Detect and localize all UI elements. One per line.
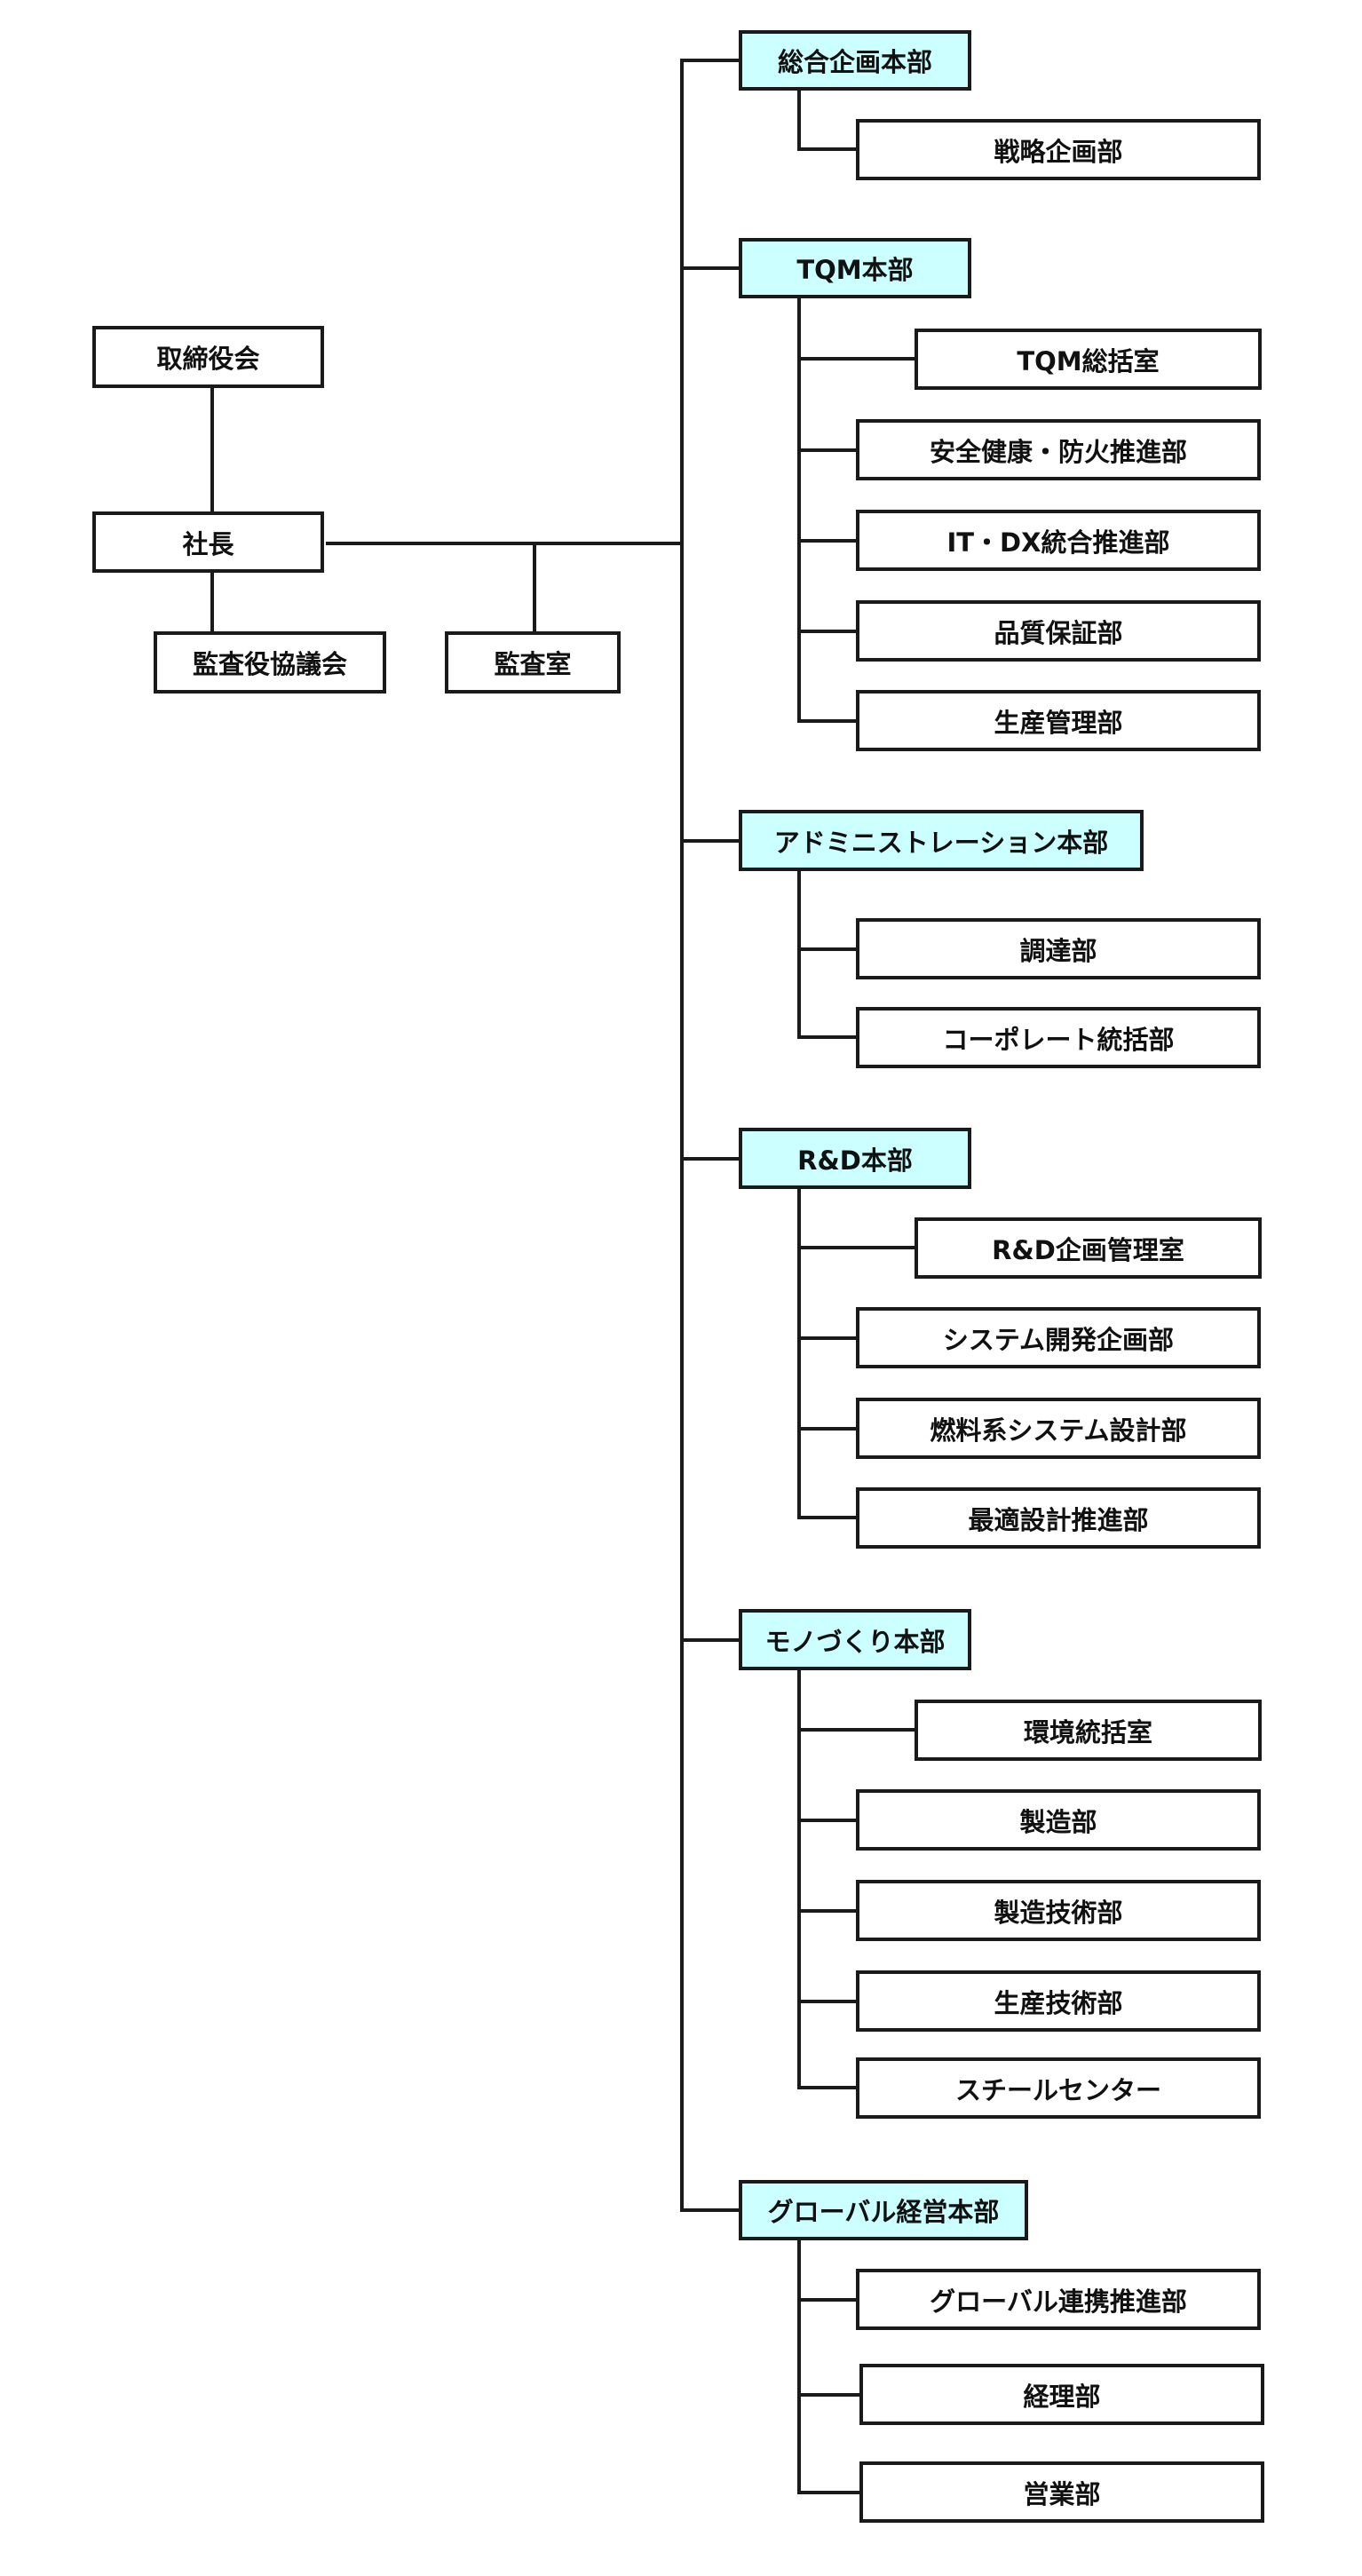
department-box[interactable]: 環境統括室 (915, 1700, 1262, 1761)
sub-branch (797, 947, 858, 951)
sub-branch (797, 719, 858, 723)
sub-branch (797, 357, 916, 361)
sub-spine-hq-4 (797, 1189, 801, 1519)
sub-branch (797, 147, 858, 151)
sub-spine-hq-5 (797, 1670, 801, 2089)
sub-branch (797, 1819, 858, 1822)
department-box[interactable]: システム開発企画部 (856, 1307, 1261, 1368)
sub-branch (797, 1728, 916, 1732)
sub-branch (797, 2393, 861, 2397)
department-box[interactable]: 営業部 (859, 2461, 1264, 2523)
hq-rnd-box[interactable]: R&D本部 (739, 1128, 971, 1189)
department-box[interactable]: IT・DX統合推進部 (856, 510, 1261, 571)
sub-spine-hq-6 (797, 2240, 801, 2494)
sub-branch (797, 448, 858, 452)
connector-board-president (210, 388, 214, 521)
sub-branch (797, 1246, 916, 1249)
sub-branch (797, 1909, 858, 1913)
board-box[interactable]: 取締役会 (92, 326, 324, 388)
sub-branch (797, 2491, 861, 2494)
audit-office-box[interactable]: 監査室 (445, 631, 621, 694)
department-box[interactable]: 品質保証部 (856, 600, 1261, 662)
sub-spine-hq-2 (797, 298, 801, 723)
connector-president-spine (326, 542, 682, 545)
sub-branch (797, 539, 858, 543)
department-box[interactable]: 生産技術部 (856, 1970, 1261, 2032)
department-box[interactable]: TQM総括室 (915, 329, 1262, 390)
branch-hq-5 (680, 1638, 740, 1642)
hq-global-management-box[interactable]: グローバル経営本部 (739, 2180, 1028, 2240)
sub-branch (797, 630, 858, 633)
department-box[interactable]: 戦略企画部 (856, 119, 1261, 180)
sub-spine-hq-3 (797, 871, 801, 1039)
spine-line (680, 59, 684, 2211)
sub-branch (797, 2298, 858, 2302)
branch-hq-3 (680, 839, 740, 843)
branch-hq-6 (680, 2208, 740, 2212)
department-box[interactable]: 最適設計推進部 (856, 1487, 1261, 1549)
department-box[interactable]: 生産管理部 (856, 690, 1261, 751)
sub-branch (797, 1035, 858, 1039)
department-box[interactable]: 調達部 (856, 918, 1261, 979)
department-box[interactable]: 燃料系システム設計部 (856, 1398, 1261, 1459)
sub-branch (797, 1516, 858, 1519)
hq-administration-box[interactable]: アドミニストレーション本部 (739, 810, 1144, 871)
hq-monozukuri-box[interactable]: モノづくり本部 (739, 1609, 971, 1670)
sub-branch (797, 1336, 858, 1340)
connector-president-audit-committee (210, 573, 214, 637)
sub-branch (797, 2000, 858, 2003)
department-box[interactable]: R&D企画管理室 (915, 1217, 1262, 1279)
department-box[interactable]: コーポレート統括部 (856, 1007, 1261, 1068)
connector-audit-office (533, 542, 536, 635)
president-box[interactable]: 社長 (92, 511, 324, 573)
branch-hq-4 (680, 1157, 740, 1161)
department-box[interactable]: スチールセンター (856, 2057, 1261, 2119)
department-box[interactable]: 製造技術部 (856, 1880, 1261, 1941)
sub-branch (797, 2086, 858, 2089)
audit-committee-box[interactable]: 監査役協議会 (154, 631, 386, 694)
branch-hq-2 (680, 266, 740, 270)
branch-hq-1 (680, 59, 740, 62)
department-box[interactable]: 経理部 (859, 2364, 1264, 2425)
hq-tqm-box[interactable]: TQM本部 (739, 238, 971, 298)
sub-spine-hq-1 (797, 91, 801, 151)
hq-corporate-planning-box[interactable]: 総合企画本部 (739, 30, 971, 91)
sub-branch (797, 1427, 858, 1431)
department-box[interactable]: グローバル連携推進部 (856, 2269, 1261, 2330)
department-box[interactable]: 製造部 (856, 1789, 1261, 1851)
department-box[interactable]: 安全健康・防火推進部 (856, 419, 1261, 480)
